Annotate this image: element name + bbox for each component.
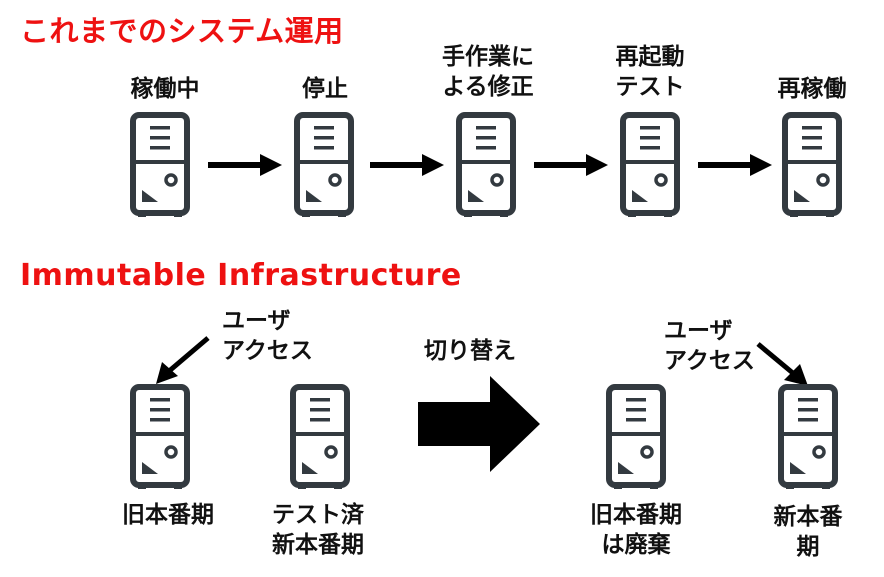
- user-access-label-left: ユーザ アクセス: [222, 308, 313, 364]
- server-icon: [620, 112, 680, 218]
- step-label-stopped: 停止: [302, 76, 348, 102]
- server-label-new-prod: 新本番期: [773, 504, 843, 560]
- server-icon: [778, 384, 838, 490]
- step-label-restart-test: 再起動 テスト: [615, 44, 685, 100]
- arrow-right-icon: [534, 154, 608, 176]
- step-label-manual-fix: 手作業に よる修正: [442, 44, 534, 100]
- immutable-heading: Immutable Infrastructure: [20, 258, 462, 293]
- server-icon: [294, 112, 354, 218]
- big-arrow-right-icon: [418, 376, 540, 472]
- arrow-down-right-icon: [756, 342, 808, 386]
- server-label-tested-new-prod: テスト済 新本番期: [272, 502, 364, 558]
- arrow-down-left-icon: [156, 336, 210, 384]
- server-icon: [290, 384, 350, 490]
- user-access-label-right: ユーザ アクセス: [664, 318, 755, 374]
- step-label-running: 稼働中: [130, 76, 200, 102]
- server-label-old-prod: 旧本番期: [122, 502, 214, 528]
- step-label-resumed: 再稼働: [777, 76, 847, 102]
- server-icon: [782, 112, 842, 218]
- server-icon: [606, 384, 666, 490]
- old-ops-heading: これまでのシステム運用: [20, 14, 344, 48]
- arrow-right-icon: [370, 154, 444, 176]
- arrow-right-icon: [208, 154, 282, 176]
- server-icon: [130, 112, 190, 218]
- server-icon: [130, 384, 190, 490]
- server-label-old-prod-discarded: 旧本番期 は廃棄: [590, 502, 682, 558]
- switch-label: 切り替え: [424, 338, 516, 364]
- server-icon: [456, 112, 516, 218]
- arrow-right-icon: [698, 154, 772, 176]
